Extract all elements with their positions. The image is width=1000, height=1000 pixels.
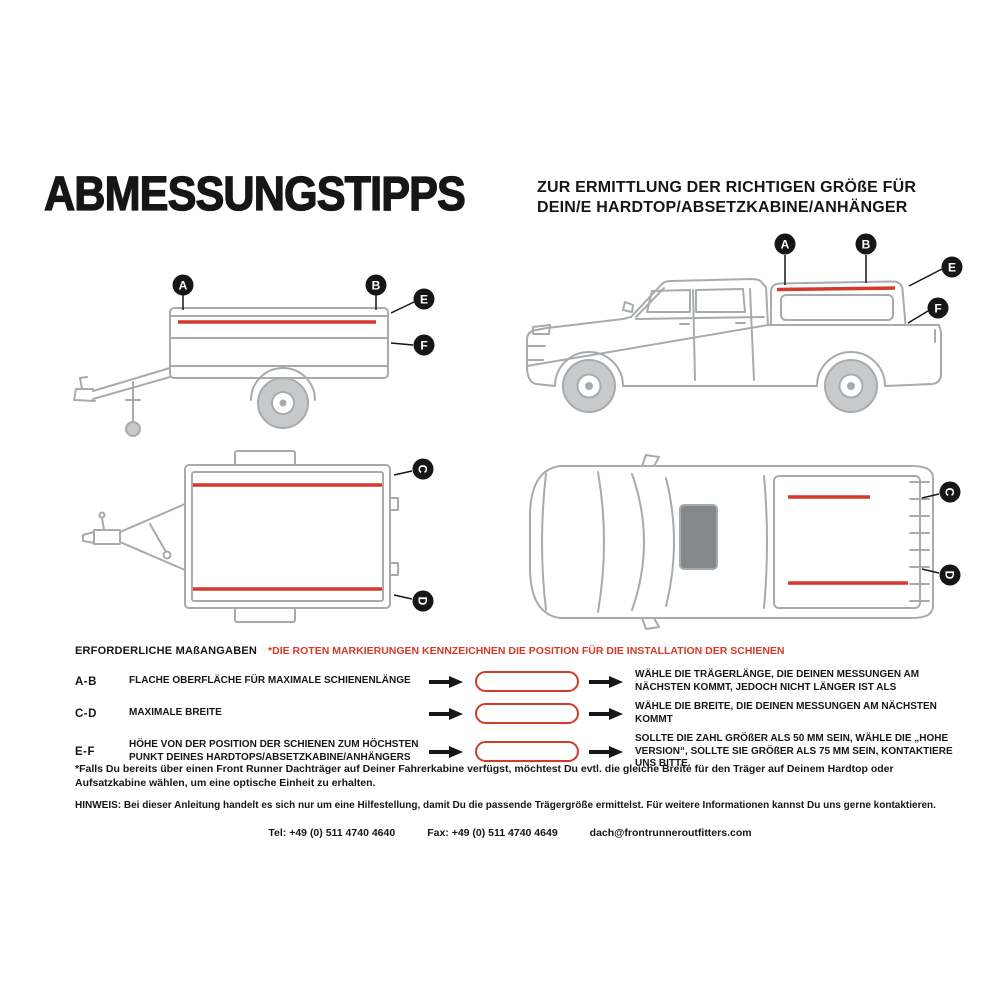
arrow-right-icon: [589, 707, 623, 720]
contact-email: dach@frontrunneroutfitters.com: [589, 827, 752, 839]
callout-letter-e: E: [420, 292, 428, 306]
truck-top-drawing: [529, 454, 934, 630]
asterisk-footnote: *Falls Du bereits über einen Front Runne…: [75, 763, 894, 789]
arrow-right-icon: [589, 675, 623, 688]
page-title: ABMESSUNGSTIPPS: [43, 167, 466, 221]
measurement-result: SOLLTE DIE ZAHL GRÖßER ALS 50 MM SEIN, W…: [635, 733, 953, 769]
callout-letter-f: F: [934, 301, 941, 315]
callout-b: B: [365, 274, 387, 310]
measurement-row-ef: E-F HÖHE VON DER POSITION DER SCHIENEN Z…: [75, 733, 972, 771]
trailer-side-drawing: [73, 307, 389, 437]
measurement-key: A-B: [75, 675, 97, 688]
rail-position-marking-canopy-side: [776, 286, 896, 292]
measurement-row-ab: A-B FLACHE OBERFLÄCHE FÜR MAXIMALE SCHIE…: [75, 669, 972, 694]
measurement-result: WÄHLE DIE TRÄGERLÄNGE, DIE DEINEN MESSUN…: [635, 669, 920, 693]
trailer-top-drawing: [82, 450, 399, 623]
callout-letter-b: B: [862, 237, 871, 251]
measurement-field: [475, 741, 579, 763]
truck-side-drawing: [526, 278, 942, 413]
measurements-header: ERFORDERLICHE MAßANGABEN *DIE ROTEN MARK…: [75, 645, 785, 657]
arrow-right-icon: [589, 745, 623, 758]
measurement-key: C-D: [75, 707, 97, 720]
hinweis-note: HINWEIS: Bei dieser Anleitung handelt es…: [75, 800, 936, 811]
arrow-right-icon: [429, 675, 463, 688]
contact-fax: Fax: +49 (0) 511 4740 4649: [427, 827, 558, 839]
measurement-description: FLACHE OBERFLÄCHE FÜR MAXIMALE SCHIENENL…: [129, 675, 411, 687]
measurement-result: WÄHLE DIE BREITE, DIE DEINEN MESSUNGEN A…: [635, 701, 937, 725]
contact-tel: Tel: +49 (0) 511 4740 4640: [268, 827, 396, 839]
callout-e: E: [908, 256, 963, 287]
callout-a: A: [774, 233, 796, 285]
callout-letter-c: C: [416, 465, 430, 474]
measurement-field: [475, 703, 579, 724]
callout-letter-e: E: [948, 260, 956, 274]
trailer-side-view-figure: A B E F: [73, 274, 435, 437]
measurement-description: HÖHE VON DER POSITION DER SCHIENEN ZUM H…: [129, 739, 419, 763]
measurement-field: [475, 671, 579, 692]
measurements-heading: ERFORDERLICHE MAßANGABEN: [75, 645, 258, 657]
callout-letter-d: D: [943, 571, 957, 580]
measurements-table: A-B FLACHE OBERFLÄCHE FÜR MAXIMALE SCHIE…: [75, 669, 972, 778]
callout-b: B: [855, 233, 877, 283]
callout-c: C: [921, 481, 961, 503]
arrow-right-icon: [429, 745, 463, 758]
truck-top-view-figure: C D: [529, 454, 961, 630]
callout-letter-b: B: [372, 278, 381, 292]
callout-f: F: [390, 334, 435, 356]
arrow-right-icon: [429, 707, 463, 720]
callout-d: D: [921, 564, 961, 586]
truck-side-view-figure: A B E F: [526, 233, 963, 413]
page-subtitle: ZUR ERMITTLUNG DER RICHTIGEN GRÖßE FÜR D…: [537, 178, 916, 217]
callout-letter-d: D: [416, 597, 430, 606]
callout-c: C: [393, 458, 434, 480]
red-markings-note: *DIE ROTEN MARKIERUNGEN KENNZEICHNEN DIE…: [268, 645, 785, 657]
measurement-row-cd: C-D MAXIMALE BREITE WÄHLE DIE BREITE, DI…: [75, 701, 972, 726]
subtitle-line-1: ZUR ERMITTLUNG DER RICHTIGEN GRÖßE FÜR: [537, 179, 917, 196]
trailer-top-view-figure: C D: [82, 450, 434, 623]
callout-e: E: [390, 288, 435, 314]
callout-d: D: [393, 590, 434, 612]
subtitle-line-2: DEIN/E HARDTOP/ABSETZKABINE/ANHÄNGER: [537, 198, 908, 216]
measurement-description: MAXIMALE BREITE: [129, 707, 222, 719]
measurement-key: E-F: [75, 745, 96, 758]
callout-letter-a: A: [179, 278, 188, 292]
callout-a: A: [172, 274, 194, 310]
callout-letter-c: C: [943, 488, 957, 497]
callout-f: F: [907, 297, 949, 324]
contact-row: Tel: +49 (0) 511 4740 4640 Fax: +49 (0) …: [10, 827, 1000, 839]
callout-letter-a: A: [781, 237, 790, 251]
callout-letter-f: F: [420, 338, 427, 352]
